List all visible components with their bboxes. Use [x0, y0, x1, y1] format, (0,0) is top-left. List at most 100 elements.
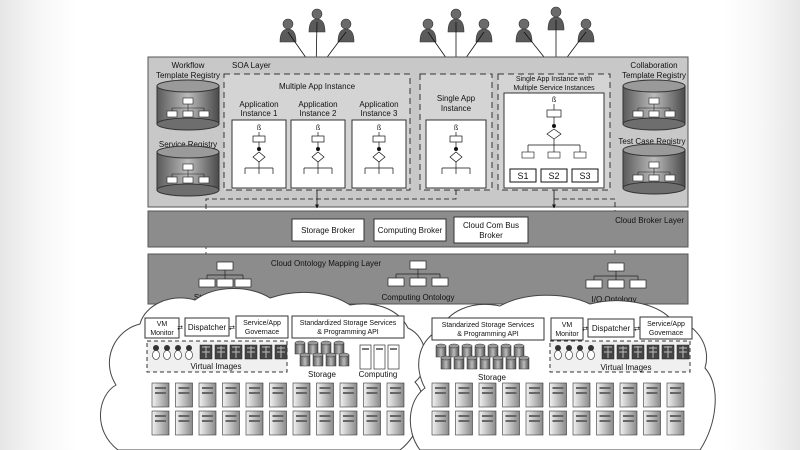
left-computing-label: Computing [359, 370, 398, 379]
flow-start: ß [454, 125, 458, 132]
windows-grid [247, 346, 255, 358]
ontology-trees [198, 260, 647, 289]
server-icon [339, 410, 358, 436]
svg-text:⇄: ⇄ [582, 326, 588, 333]
server-icon [198, 382, 217, 408]
server-icon [292, 382, 311, 408]
server-slot [576, 420, 587, 422]
server-icon [596, 382, 614, 408]
flow-step [311, 135, 325, 143]
tree-lines [637, 104, 671, 111]
computing-ontology: Computing Ontology [382, 293, 455, 302]
tree-leaf [664, 110, 676, 118]
server-icon [549, 382, 567, 408]
server-slot [272, 420, 284, 422]
storage-cylinder-top [440, 355, 452, 361]
svg-text:⇄: ⇄ [634, 326, 640, 333]
server-icon [643, 410, 661, 436]
server-slot [529, 387, 540, 389]
flow-node [454, 147, 458, 151]
server-slot [646, 415, 658, 417]
user-icon [282, 18, 294, 30]
server-icon [269, 410, 287, 436]
server-slot [178, 392, 190, 394]
server-slot [390, 387, 401, 389]
ontology-root [216, 261, 234, 271]
server-slot [599, 392, 611, 394]
cylinder-top [622, 79, 686, 93]
server-slot [202, 387, 213, 389]
tux-icon [164, 345, 170, 351]
server-slot [576, 392, 587, 394]
server-slot [272, 392, 284, 394]
server-slot [599, 415, 611, 417]
right-storage-cylinders [435, 343, 530, 370]
storage-cylinder-top [320, 340, 332, 346]
soa-layer-label: SOA Layer [232, 61, 271, 70]
windows-grid [202, 346, 210, 358]
left-storage-label: Storage [308, 370, 337, 379]
server-slot [482, 420, 493, 422]
cylinder-top [622, 143, 686, 157]
tree-leaf [198, 110, 210, 118]
server-icon [525, 382, 544, 408]
flow-node [552, 124, 556, 128]
server-slot [319, 420, 331, 422]
windows-grid [604, 346, 612, 358]
server-slot [435, 387, 446, 389]
server-slot [482, 415, 493, 417]
server-slot [529, 415, 540, 417]
server-icon [245, 382, 264, 408]
server-icon [549, 410, 567, 436]
tree-lines [171, 104, 205, 111]
server-slot [343, 420, 354, 422]
flow-branches [364, 162, 394, 174]
server-slot [623, 420, 634, 422]
server-icon [572, 410, 591, 436]
tree-leaf [166, 110, 178, 118]
service-label: S3 [579, 171, 590, 181]
tree-root [648, 97, 660, 105]
server-icon [572, 382, 591, 408]
storage-cylinder-top [294, 340, 306, 346]
service-registry-label: Service Registry [159, 140, 217, 149]
flow-step [252, 135, 266, 143]
server-slot [505, 420, 517, 422]
windows-grid [619, 346, 627, 358]
server-icon [596, 410, 614, 436]
flow-leaf [573, 151, 587, 159]
server-icon [151, 382, 170, 408]
flow-step [372, 135, 386, 143]
windows-grid [634, 346, 642, 358]
service-box [571, 168, 599, 183]
server-slot [552, 387, 564, 389]
ontology-leaf [198, 278, 216, 288]
user-icon [550, 6, 562, 18]
storage-cylinder-top [479, 355, 491, 361]
server-slot [505, 392, 517, 394]
flow-start: ß [552, 97, 556, 104]
workflow-registry-db [156, 79, 220, 131]
tree-root [182, 163, 194, 171]
flow-leaf [521, 151, 535, 159]
server-slot [155, 420, 166, 422]
server-slot [670, 392, 681, 394]
tree-lines [637, 168, 671, 175]
storage-cylinder-top [505, 355, 517, 361]
server-slot [458, 387, 470, 389]
server-slot [155, 387, 166, 389]
ontology-leaf [607, 279, 625, 289]
tux-body [174, 350, 182, 360]
server-slot [670, 415, 681, 417]
server-icon [222, 410, 240, 436]
server-icon [478, 410, 497, 436]
server-icon [151, 410, 170, 436]
server-icon [386, 410, 405, 436]
server-slot [529, 392, 540, 394]
server-slot [225, 387, 237, 389]
